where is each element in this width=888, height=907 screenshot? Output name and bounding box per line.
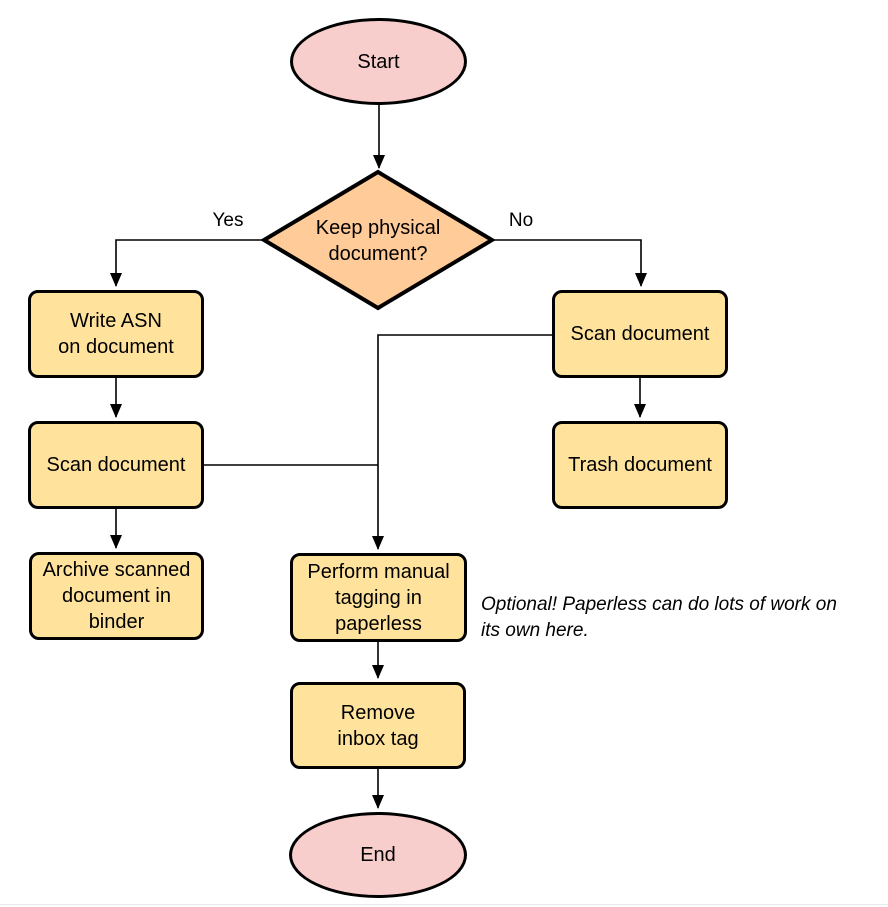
optional-note: Optional! Paperless can do lots of work …: [481, 594, 837, 641]
node-start: Start: [290, 18, 467, 105]
edge-label-no: No: [508, 210, 534, 231]
bottom-divider: [0, 904, 888, 905]
edge-decision-no-to-scan-right: [492, 239, 647, 287]
node-decision-label: Keep physical document?: [315, 217, 441, 265]
node-trash-document: Trash document: [552, 421, 728, 509]
edge-scan-right-to-tagging: [372, 334, 552, 550]
node-manual-tagging: Perform manual tagging in paperless: [290, 553, 467, 642]
node-remove-inbox-tag: Remove inbox tag: [290, 682, 466, 769]
edge-label-yes: Yes: [212, 210, 244, 231]
node-scan-document-right: Scan document: [552, 290, 728, 378]
node-end: End: [289, 812, 467, 898]
node-archive-document: Archive scanned document in binder: [29, 552, 204, 640]
node-scan-document-left: Scan document: [28, 421, 204, 509]
node-write-asn: Write ASN on document: [28, 290, 204, 378]
edge-decision-yes-to-write-asn: [110, 239, 264, 287]
